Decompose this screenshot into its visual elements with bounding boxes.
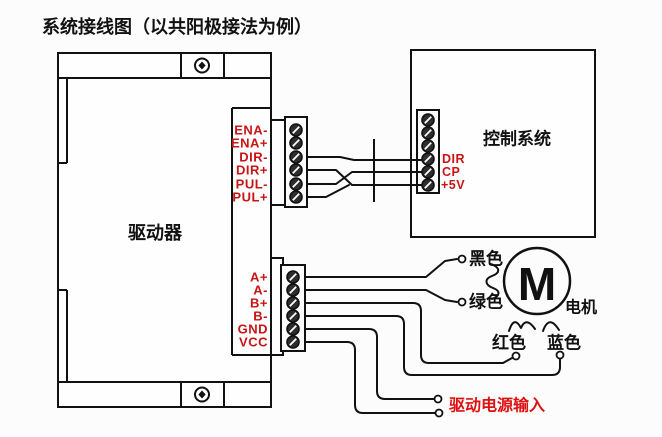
diagram-title: 系统接线图（以共阳极接法为例）: [42, 16, 312, 37]
mounting-screw-icon: [195, 388, 209, 402]
terminal-screw: [290, 137, 302, 149]
terminal-screw: [422, 179, 434, 191]
terminal-screw: [290, 164, 302, 176]
blue-wire-label: 蓝色: [547, 333, 581, 353]
power-input-connector-top: [435, 396, 442, 403]
controller-box: 控制系统 DIR CP +5V: [411, 50, 595, 237]
terminal-screw: [287, 310, 299, 322]
power-terminal-block: [271, 258, 305, 355]
wire-vcc-power: [305, 342, 435, 413]
power-input-connector-bottom: [436, 410, 443, 417]
controller-label-dir: DIR: [442, 152, 465, 166]
driver-box: 驱动器 ENA- ENA+ DIR- DIR+ PUL- PUL+ A+ A- …: [58, 53, 271, 407]
terminal-screw: [287, 336, 299, 348]
terminal-screw: [422, 153, 434, 165]
terminal-screw: [290, 178, 302, 190]
terminal-screw: [287, 271, 299, 283]
power-input-label: 驱动电源输入: [449, 396, 545, 415]
terminal-screw: [287, 297, 299, 309]
terminal-block-base: [271, 120, 285, 205]
controller-label: 控制系统: [483, 129, 551, 149]
red-lead-connector: [513, 353, 520, 360]
controller-label-cp: CP: [442, 165, 460, 179]
green-lead-connector: [459, 299, 466, 306]
motor-symbol: M: [518, 258, 556, 310]
red-lead-squiggle: [509, 322, 535, 331]
controller-label-5v: +5V: [441, 178, 465, 192]
terminal-label-dir-plus: DIR+: [236, 163, 268, 178]
red-wire-label: 红色: [492, 333, 526, 353]
terminal-label-vcc: VCC: [239, 335, 268, 350]
terminal-screw: [290, 191, 302, 203]
terminal-screw: [422, 166, 434, 178]
signal-terminal-block: [271, 117, 307, 207]
terminal-screw: [290, 151, 302, 163]
blue-lead-squiggle: [543, 322, 559, 331]
wire-a-plus-black: [306, 259, 457, 277]
black-lead-connector: [459, 256, 466, 263]
terminal-screw: [422, 140, 434, 152]
wire-dir-minus-to-dir: [307, 157, 421, 160]
black-wire-label: 黑色: [469, 249, 503, 269]
terminal-screw: [422, 127, 434, 139]
blue-lead-connector: [557, 352, 564, 359]
wire-a-minus-green: [306, 290, 457, 302]
terminal-screw: [290, 124, 302, 136]
signal-wires: [307, 139, 421, 202]
wire-gnd-power: [305, 329, 434, 399]
driver-label: 驱动器: [128, 223, 183, 243]
terminal-label-ena-plus: ENA+: [231, 136, 268, 151]
motor-label: 电机: [565, 298, 597, 317]
green-wire-label: 绿色: [469, 292, 503, 312]
wire-pul-plus-merge: [307, 185, 349, 197]
motor: M 电机 黑色 绿色 红色 蓝色: [469, 248, 597, 353]
mounting-screw-icon: [195, 59, 209, 73]
wire-pul-minus-to-cp: [307, 172, 421, 184]
wire-b-plus-red: [305, 303, 512, 363]
terminal-screw: [422, 114, 434, 126]
terminal-screw: [287, 284, 299, 296]
terminal-screw: [287, 323, 299, 335]
terminal-label-pul-plus: PUL+: [232, 190, 268, 205]
